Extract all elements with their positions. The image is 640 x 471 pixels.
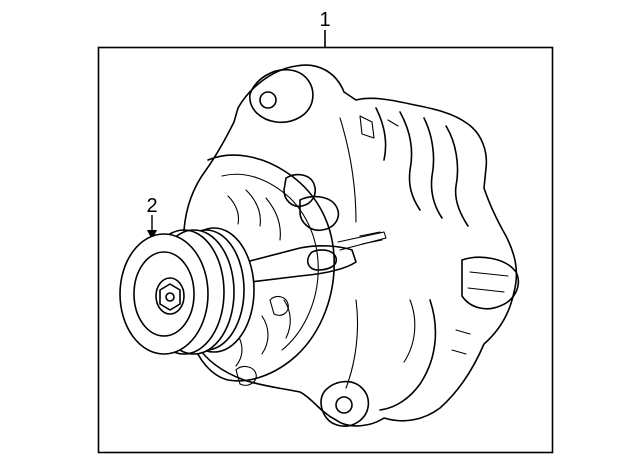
bottom-mount-ear: [320, 380, 370, 427]
adjust-strap: [245, 245, 357, 283]
rear-rib-detail: [359, 115, 399, 139]
top-mount-hole: [259, 91, 277, 109]
pulley-shaft-nut: [159, 283, 181, 311]
lower-housing-contour: [379, 299, 437, 411]
callout-2-arrowhead: [147, 230, 157, 240]
pulley-assembly: [119, 227, 255, 355]
front-boss-b: [235, 365, 257, 386]
callout-2-label[interactable]: 2: [146, 195, 157, 217]
alternator-drawing: [119, 64, 520, 427]
front-housing-face: [191, 154, 335, 382]
strap-slot: [306, 249, 338, 271]
through-bolt-upper: [359, 231, 383, 245]
front-boss-a: [269, 295, 289, 316]
rear-rib-4: [375, 107, 387, 161]
callout-1-label[interactable]: 1: [319, 9, 330, 31]
front-vent-4: [283, 299, 291, 339]
housing-seam-lower: [345, 299, 359, 389]
rear-rib-1: [399, 111, 421, 211]
rear-rib-3: [445, 125, 469, 227]
assembly-frame: [97, 46, 554, 454]
front-vent-1: [227, 195, 240, 225]
housing-seam: [339, 117, 357, 223]
upper-boss-2: [299, 195, 340, 232]
front-vent-2: [245, 189, 261, 227]
upper-boss: [283, 173, 317, 208]
lower-housing-detail: [403, 299, 471, 363]
front-vent-3: [265, 197, 281, 241]
top-mount-ear: [249, 69, 314, 124]
rear-terminal-lines: [467, 271, 509, 293]
rear-rib-2: [423, 117, 443, 219]
pulley-shaft-center: [165, 292, 175, 302]
front-housing-rim: [221, 173, 319, 351]
bottom-mount-hole: [335, 396, 353, 414]
pulley-front-inner: [133, 251, 195, 337]
rear-terminal-block: [461, 256, 520, 310]
front-vent-5: [261, 315, 269, 355]
